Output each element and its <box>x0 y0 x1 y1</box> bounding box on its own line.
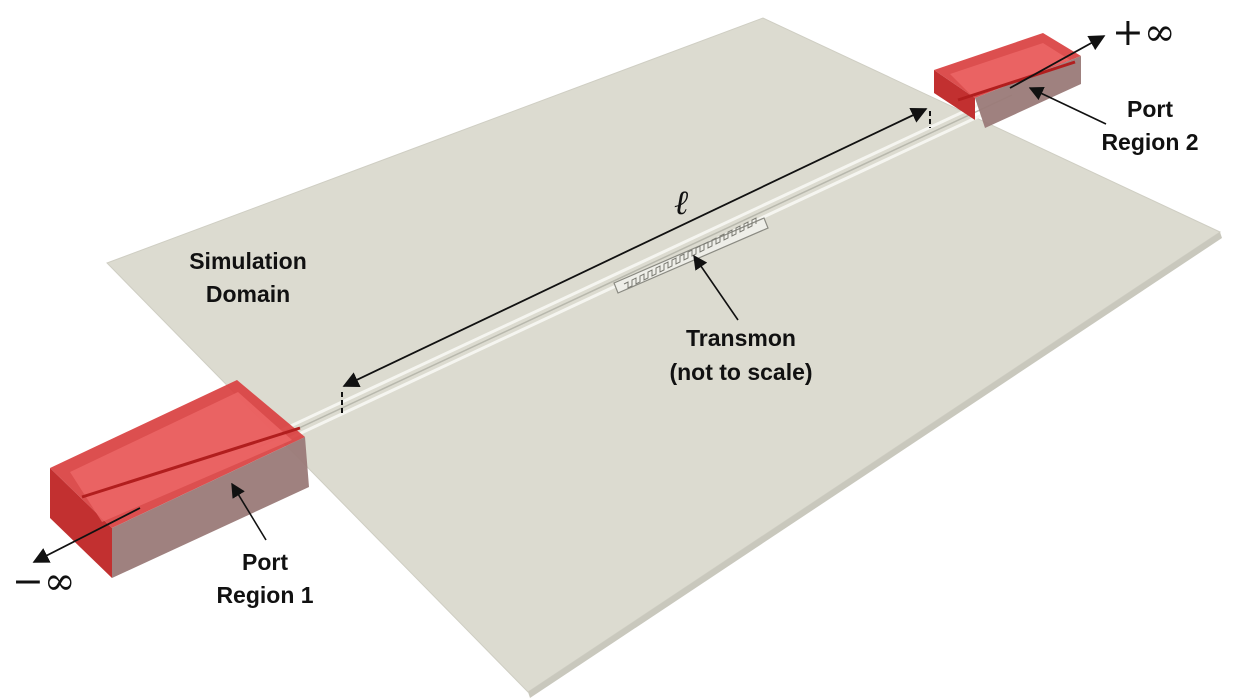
port2-front-face <box>934 70 975 120</box>
length-arrow <box>342 107 928 388</box>
length-symbol: ℓ <box>674 183 688 223</box>
minus-infinity-label: −∞ <box>12 559 76 603</box>
simulation-domain-label-line1: Simulation <box>189 248 307 274</box>
plus-infinity-arrow <box>1009 35 1106 89</box>
minus-infinity-arrow <box>32 507 141 563</box>
port1-label-line2: Region 1 <box>216 582 313 608</box>
transmon-label-line2: (not to scale) <box>669 359 812 385</box>
port2-feedline-stripe <box>957 60 1076 102</box>
text-labels: Simulation Domain Transmon (not to scale… <box>189 96 1198 608</box>
transmon-label-line1: Transmon <box>686 325 796 351</box>
port1-feedline-stripe <box>81 426 301 499</box>
port2-pointer <box>1028 87 1107 125</box>
port1-pointer <box>231 482 267 541</box>
length-annotation: ℓ <box>341 107 931 414</box>
infinity-arrows: −∞ +∞ <box>12 10 1176 603</box>
plus-infinity-label: +∞ <box>1112 10 1176 54</box>
pointer-arrows <box>231 87 1107 541</box>
port1-label-line1: Port <box>242 549 288 575</box>
simulation-domain-label-line2: Domain <box>206 281 290 307</box>
port1-inner-highlight <box>70 392 292 522</box>
port2-side-face <box>975 56 1081 128</box>
port2-inner-highlight <box>950 43 1070 96</box>
substrate-edge-thickness <box>528 232 1222 698</box>
transmon-pointer <box>693 254 739 321</box>
port1-side-face <box>112 437 309 578</box>
port2-label-line1: Port <box>1127 96 1173 122</box>
port-region-1-box <box>50 380 309 578</box>
port-region-2-box <box>934 33 1081 128</box>
port1-front-face <box>50 468 112 578</box>
port2-label-line2: Region 2 <box>1101 129 1198 155</box>
